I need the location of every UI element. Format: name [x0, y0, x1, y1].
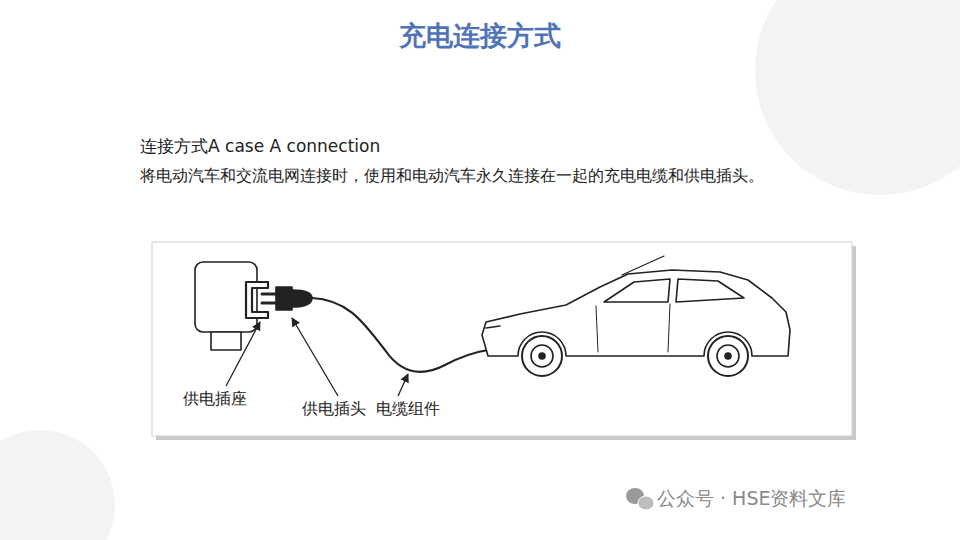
leader-line [226, 322, 260, 386]
hub [531, 345, 553, 367]
leader-line [292, 318, 338, 396]
decor-circle [0, 430, 115, 540]
part-label: 供电插头 [302, 399, 366, 420]
cable [312, 298, 488, 372]
plug-body [276, 287, 292, 310]
headlight [486, 326, 500, 328]
outlet-base [211, 332, 241, 350]
hub-center [539, 353, 545, 359]
hub [717, 345, 739, 367]
figure-frame [152, 242, 852, 436]
wechat-icon [626, 488, 654, 510]
wheel [522, 336, 562, 376]
car-window [676, 279, 744, 302]
part-label: 电缆组件 [376, 399, 440, 420]
socket [246, 282, 268, 318]
hub-center [725, 353, 731, 359]
part-label: 供电插座 [183, 389, 247, 410]
leader-line [398, 374, 408, 396]
antenna [622, 256, 664, 275]
wheel [708, 336, 748, 376]
door-line [596, 304, 670, 352]
watermark: 公众号 · HSE资料文库 [657, 486, 846, 512]
slide-title: 充电连接方式 [0, 18, 960, 54]
description: 将电动汽车和交流电网连接时，使用和电动汽车永久连接在一起的充电电缆和供电插头。 [140, 166, 764, 187]
plug-pins [262, 294, 276, 303]
decor-circle [755, 0, 960, 195]
car-window [604, 279, 670, 302]
plug-grip [292, 290, 312, 307]
section-heading: 连接方式A case A connection [140, 135, 380, 158]
